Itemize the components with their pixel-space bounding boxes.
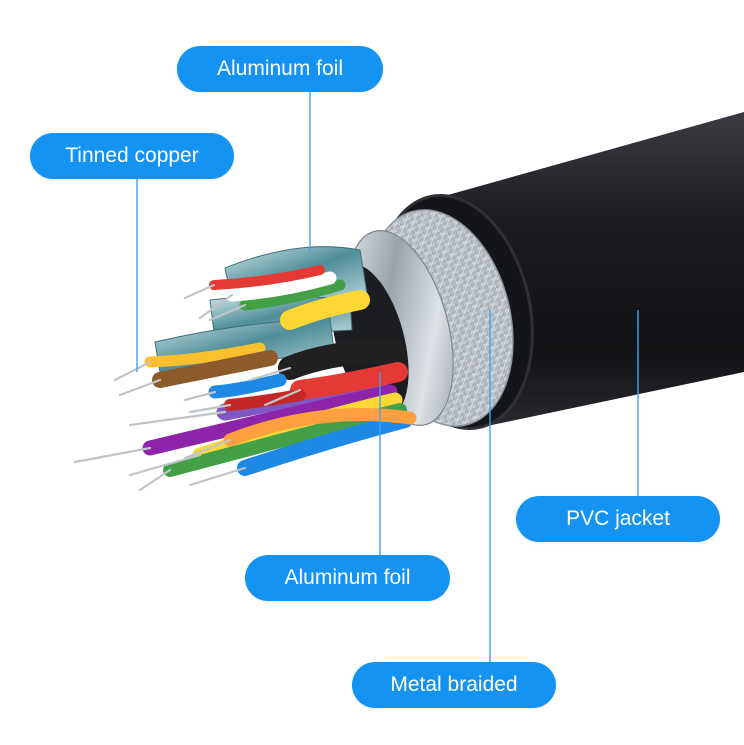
label-aluminum-foil-top: Aluminum foil bbox=[177, 46, 383, 92]
label-tinned-copper: Tinned copper bbox=[30, 133, 234, 179]
label-metal-braided: Metal braided bbox=[352, 662, 556, 708]
label-pvc-jacket: PVC jacket bbox=[516, 496, 720, 542]
insulated-wires bbox=[142, 265, 417, 477]
tinned-copper-conductors bbox=[73, 283, 302, 492]
leader-lines bbox=[136, 92, 639, 662]
label-aluminum-foil-bottom: Aluminum foil bbox=[245, 555, 450, 601]
